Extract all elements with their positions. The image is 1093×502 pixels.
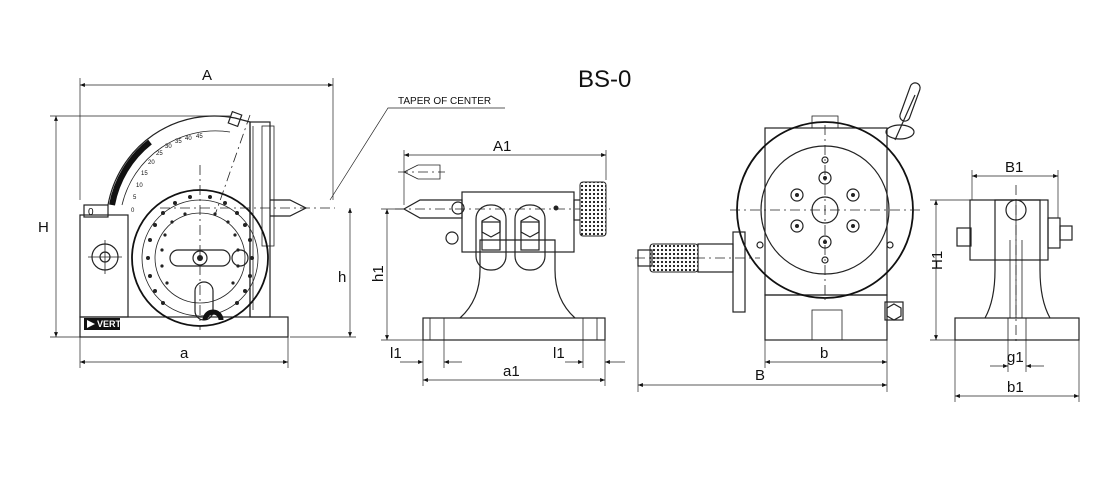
dial-tick-label: 35 [175, 139, 182, 145]
dim-label-A: A [202, 67, 212, 84]
drawing-title: BS-0 [578, 66, 631, 93]
dial-tick-label: 40 [185, 136, 192, 142]
dim-label-b1: b1 [1007, 379, 1024, 396]
chuck-holes [756, 156, 894, 264]
brand-logo: VERTEX [97, 319, 133, 329]
dial-zero-label: 0 [88, 207, 94, 218]
dim-label-l1-left: l1 [390, 345, 402, 362]
dial-tick-label: 30 [165, 144, 172, 150]
dim-label-A1: A1 [493, 138, 511, 155]
dial-tick-label: 5 [133, 195, 137, 201]
dim-label-H: H [38, 219, 49, 236]
dimensions-front-view: b B [637, 266, 888, 392]
taper-note: TAPER OF CENTER [398, 96, 491, 107]
dim-label-h: h [338, 269, 346, 286]
dial-tick-label: 25 [156, 151, 163, 157]
dim-label-a: a [180, 345, 189, 362]
dimensions-side-view: A H h a TAPER OF CENTER [38, 67, 505, 368]
dim-label-l1-right: l1 [553, 345, 565, 362]
dial-tick-label: 0 [131, 208, 135, 214]
dim-label-B: B [755, 367, 765, 384]
tailstock-view [395, 164, 610, 341]
dim-label-H1: H1 [929, 251, 946, 270]
dial-tick-label: 15 [141, 171, 148, 177]
dimensions-tailstock-view: A1 h1 a1 l1 l1 [370, 138, 625, 386]
dial-scale: 0 5 10 15 20 25 30 35 40 45 [131, 134, 203, 214]
end-view [954, 185, 1080, 345]
dial-tick-label: 20 [148, 160, 155, 166]
dim-label-B1: B1 [1005, 159, 1023, 176]
dim-label-b: b [820, 345, 828, 362]
dim-label-h1: h1 [370, 265, 387, 282]
dial-tick-label: 10 [136, 183, 143, 189]
front-view [635, 82, 921, 341]
index-plate-holes [146, 195, 254, 305]
dim-label-g1: g1 [1007, 349, 1024, 366]
dim-label-a1: a1 [503, 363, 520, 380]
dimensions-end-view: B1 H1 g1 b1 [929, 159, 1080, 402]
dial-tick-label: 45 [196, 134, 203, 140]
side-view: 0 5 10 15 20 25 30 35 40 45 0 [79, 110, 335, 338]
